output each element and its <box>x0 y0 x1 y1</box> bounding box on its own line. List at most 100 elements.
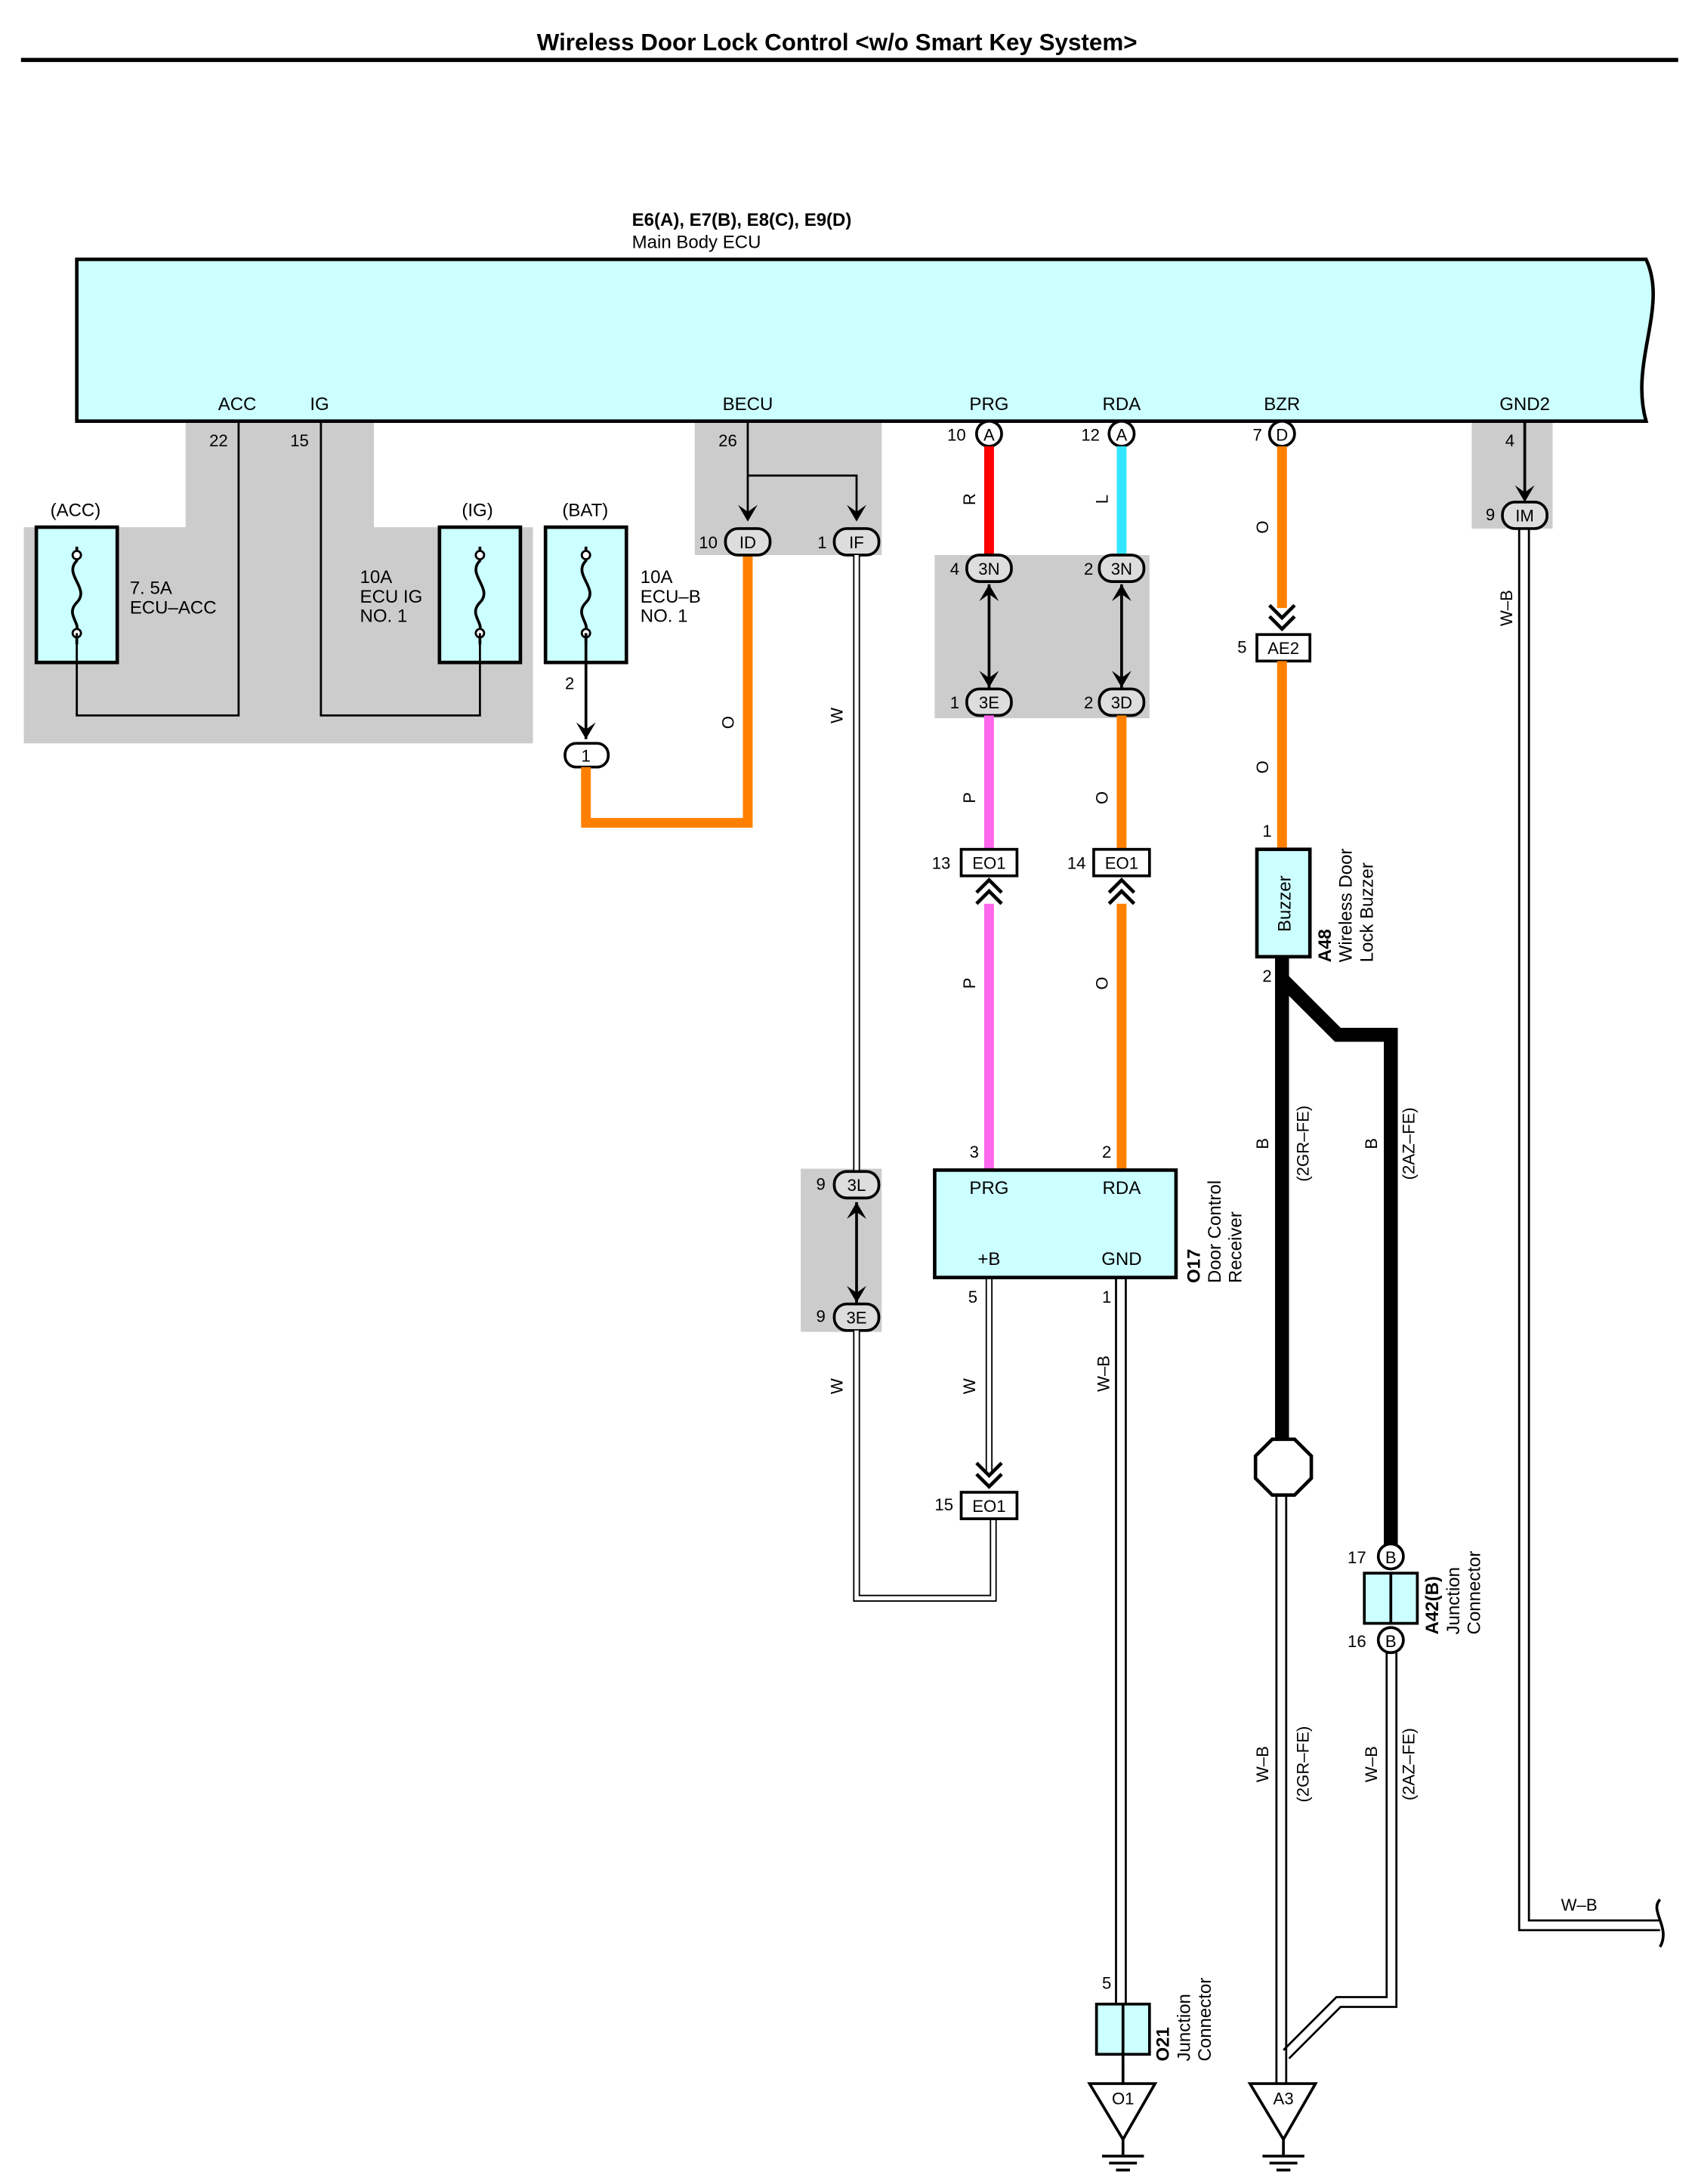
inline-eo1-c: 15 EO1 <box>934 1491 1019 1520</box>
pin-rda: 12 <box>1081 426 1100 445</box>
wire-label-o-bzr-lower: O <box>1253 760 1272 773</box>
svg-text:ID: ID <box>739 533 756 552</box>
arrow-3e-down <box>847 1285 866 1303</box>
svg-text:3D: 3D <box>1111 693 1132 712</box>
junction-3d: 2 3D <box>1084 687 1146 717</box>
wire-label-b-az: B <box>1362 1138 1381 1149</box>
fuse-acc-rating: 7. 5A <box>130 578 172 599</box>
inline-eo1-b: 14 EO1 <box>1067 847 1151 878</box>
svg-text:1: 1 <box>1102 1288 1111 1306</box>
conn-1-label: 1 <box>582 746 591 765</box>
svg-text:2: 2 <box>1262 967 1271 986</box>
svg-text:9: 9 <box>816 1307 825 1326</box>
wire-label-az-lower: (2AZ–FE) <box>1400 1728 1419 1800</box>
ground-o1: O1 <box>1087 2082 1158 2172</box>
gnd2-arrow <box>1514 485 1535 502</box>
pin-prg: 10 <box>947 426 966 445</box>
svg-text:5: 5 <box>1102 1973 1111 1992</box>
receiver-prg: PRG <box>969 1178 1008 1198</box>
svg-text:16: 16 <box>1348 1632 1366 1651</box>
o21-junction-connector: 5 O21 Junction Connector <box>1094 1973 1215 2084</box>
wire-label-gr-lower: (2GR–FE) <box>1293 1726 1312 1803</box>
conn-rda-a-label: A <box>1116 426 1127 445</box>
terminal-rda: RDA <box>1103 394 1141 415</box>
wire-orange-becu <box>581 555 753 828</box>
svg-text:3E: 3E <box>979 693 999 712</box>
wire-label-w-b: W <box>960 1378 979 1394</box>
junction-if: 1 IF <box>817 527 881 557</box>
svg-text:EO1: EO1 <box>972 1497 1005 1516</box>
svg-text:13: 13 <box>932 854 951 873</box>
svg-text:O1: O1 <box>1112 2090 1135 2108</box>
svg-text:AE2: AE2 <box>1267 639 1299 658</box>
wire-label-p-lower: P <box>960 978 979 989</box>
receiver-name-1: Door Control <box>1205 1180 1225 1283</box>
fuse-bat-name: ECU–B <box>641 587 701 607</box>
wire-label-wb-gnd2-end: W–B <box>1561 1896 1598 1914</box>
svg-text:2: 2 <box>1084 560 1093 578</box>
buzzer-name-1: Wireless Door <box>1336 849 1357 963</box>
svg-text:17: 17 <box>1348 1548 1366 1567</box>
wire-label-o-rda-lower: O <box>1092 976 1111 989</box>
wire-wb-gnd2 <box>1517 528 1660 1932</box>
fuse-ig-rating: 10A <box>360 567 393 588</box>
buzzer-label: Buzzer <box>1274 875 1295 932</box>
svg-text:IM: IM <box>1515 507 1534 526</box>
receiver-code: O17 <box>1184 1249 1204 1283</box>
svg-text:EO1: EO1 <box>1105 854 1138 873</box>
conn-prg-a <box>974 419 1003 448</box>
wire-label-wb-az: W–B <box>1362 1746 1381 1782</box>
wire-wb-receiver <box>1115 1277 1127 2004</box>
svg-text:1: 1 <box>817 533 826 552</box>
wire-break-mark <box>1655 1898 1665 1948</box>
shaded-areas <box>23 421 1553 1332</box>
svg-text:9: 9 <box>816 1174 825 1193</box>
fuse-bat-pin: 2 <box>565 674 574 693</box>
receiver-name-2: Receiver <box>1226 1211 1246 1283</box>
wire-label-o-bzr-upper: O <box>1253 520 1272 533</box>
fuse-acc-name: ECU–ACC <box>130 598 217 618</box>
double-chevron-eo1-a <box>975 878 1003 905</box>
svg-text:10: 10 <box>699 533 718 552</box>
junction-3l: 9 3L <box>816 1170 881 1200</box>
svg-text:B: B <box>1385 1548 1397 1567</box>
wire-label-w-lower: W <box>828 1378 847 1394</box>
ecu-name: Main Body ECU <box>632 233 761 253</box>
wire-label-p-upper: P <box>960 792 979 804</box>
wire-label-b-gr: B <box>1253 1138 1272 1149</box>
wire-wb-a3 <box>1275 1495 1398 2084</box>
svg-text:2: 2 <box>1084 693 1093 712</box>
wire-label-l: L <box>1092 495 1111 504</box>
fuse-acc-group: (ACC) <box>51 500 101 520</box>
o21-name-2: Connector <box>1195 1978 1215 2062</box>
svg-text:4: 4 <box>950 560 959 578</box>
pin-gnd2: 4 <box>1505 431 1514 450</box>
bat-arrow <box>576 722 596 739</box>
fuse-bat-no: NO. 1 <box>641 606 688 627</box>
o21-name-1: Junction <box>1174 1994 1194 2061</box>
receiver-rda: RDA <box>1103 1178 1141 1198</box>
svg-text:9: 9 <box>1486 505 1495 524</box>
wire-label-wb-receiver: W–B <box>1094 1356 1113 1392</box>
acc-ig-wiring <box>76 421 481 717</box>
a42-code: A42(B) <box>1422 1576 1443 1634</box>
receiver-gnd: GND <box>1101 1249 1141 1269</box>
wire-label-o-becu: O <box>718 716 737 729</box>
wire-white-loop <box>853 1330 997 1602</box>
terminal-ig: IG <box>310 394 329 415</box>
svg-text:15: 15 <box>934 1495 953 1514</box>
svg-text:3N: 3N <box>978 560 999 578</box>
door-control-receiver: 3 2 PRG RDA +B GND 5 1 O17 Door Control … <box>933 1143 1246 1306</box>
main-body-ecu-box <box>75 258 1655 424</box>
terminal-prg: PRG <box>969 394 1008 415</box>
receiver-b: +B <box>977 1249 1000 1269</box>
terminal-gnd2: GND2 <box>1499 394 1550 415</box>
wire-label-w-if: W <box>828 708 847 723</box>
svg-text:3N: 3N <box>1111 560 1132 578</box>
wire-label-r: R <box>960 493 979 505</box>
inline-eo1-a: 13 EO1 <box>932 847 1019 878</box>
becu-arrow-if <box>847 504 866 522</box>
double-chevron-ae2 <box>1268 603 1296 632</box>
terminal-becu: BECU <box>723 394 773 415</box>
